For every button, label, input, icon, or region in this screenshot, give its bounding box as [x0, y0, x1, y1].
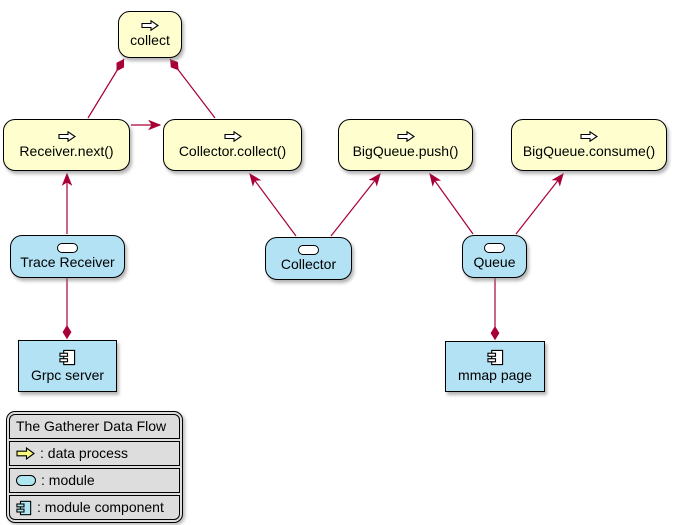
node-mmap-page: mmap page	[445, 341, 545, 392]
legend-title-text: The Gatherer Data Flow	[16, 418, 167, 434]
legend-item-data-process: : data process	[9, 441, 180, 466]
data-process-arrow-icon	[223, 130, 242, 142]
node-label: Grpc server	[30, 366, 105, 383]
node-label: collect	[130, 32, 170, 48]
node-label: Collector.collect()	[178, 142, 287, 159]
node-bigqueue-consume: BigQueue.consume()	[511, 119, 667, 171]
legend-item-label: : data process	[40, 445, 128, 461]
module-oval-icon	[16, 475, 36, 486]
node-queue: Queue	[462, 235, 527, 278]
module-component-icon	[16, 500, 32, 516]
node-trace-receiver: Trace Receiver	[10, 235, 125, 278]
node-collect: collect	[118, 11, 182, 58]
legend-item-label: : module	[41, 472, 95, 488]
legend-item-label: : module component	[37, 499, 164, 515]
legend-item-module-component: : module component	[9, 495, 180, 520]
node-label: BigQueue.push()	[352, 142, 459, 159]
node-label: Queue	[473, 253, 516, 270]
legend-title: The Gatherer Data Flow	[9, 414, 180, 439]
node-label: Receiver.next()	[19, 142, 114, 159]
node-label: Trace Receiver	[20, 253, 115, 270]
legend-item-module: : module	[9, 468, 180, 493]
node-collector: Collector	[265, 237, 352, 280]
node-collector-collect: Collector.collect()	[163, 119, 302, 171]
data-process-arrow-icon	[16, 447, 35, 460]
module-component-icon	[486, 349, 504, 366]
data-process-arrow-icon	[57, 130, 76, 142]
node-label: Collector	[280, 255, 337, 272]
legend: The Gatherer Data Flow : data process : …	[6, 411, 183, 523]
node-label: BigQueue.consume()	[522, 142, 656, 159]
module-oval-icon	[57, 242, 78, 253]
data-process-arrow-icon	[580, 130, 598, 142]
module-oval-icon	[484, 242, 505, 253]
module-component-icon	[59, 349, 76, 366]
node-receiver-next: Receiver.next()	[3, 119, 130, 171]
node-label: mmap page	[458, 367, 532, 383]
data-process-arrow-icon	[396, 130, 415, 142]
module-oval-icon	[298, 244, 319, 255]
data-process-arrow-icon	[141, 20, 159, 31]
node-grpc-server: Grpc server	[18, 340, 117, 392]
node-bigqueue-push: BigQueue.push()	[338, 119, 473, 171]
